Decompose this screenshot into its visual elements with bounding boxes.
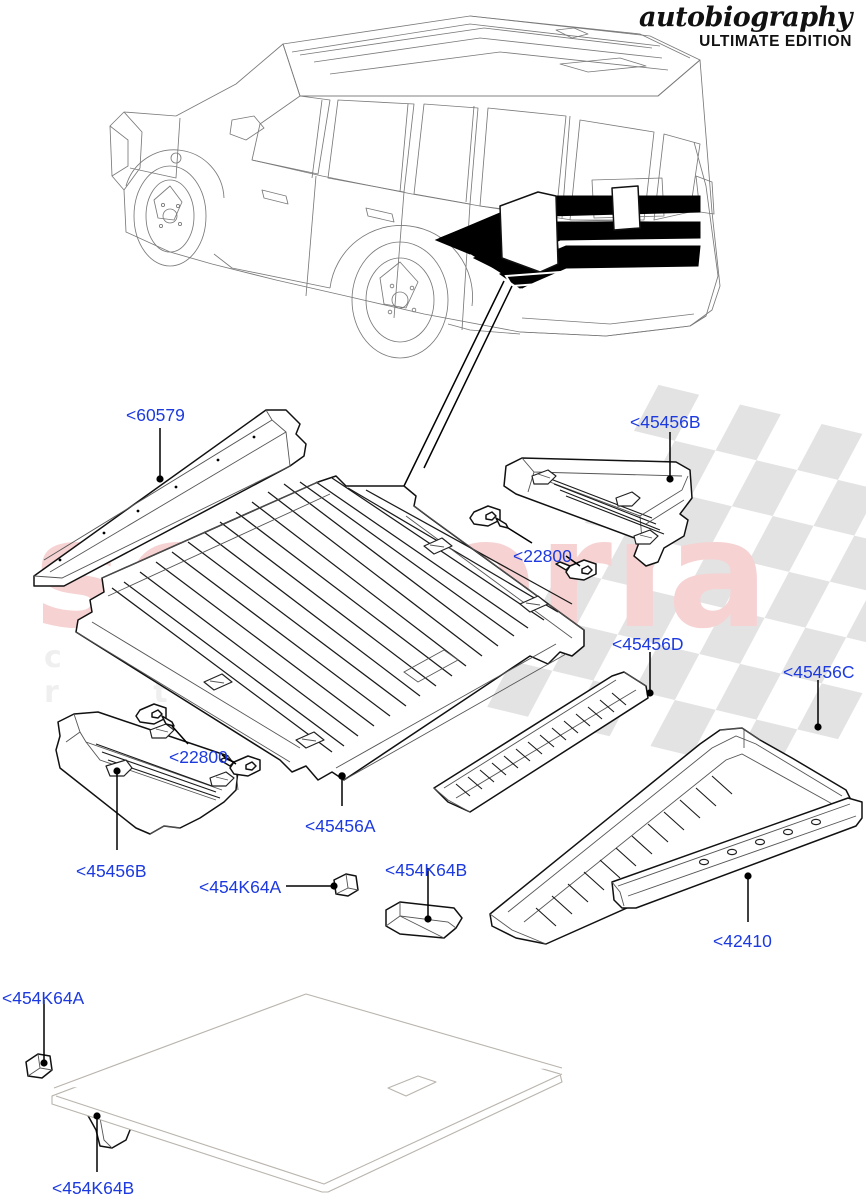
callout-leader-lines [40, 428, 822, 1172]
part-454k64a-clip-upper [333, 873, 359, 897]
callout-42410-rail[interactable]: <42410 [713, 931, 772, 951]
part-22800-clip-upper-b [555, 559, 597, 581]
part-454k64a-clip-lower [25, 1053, 53, 1079]
part-45456a-load-floor [75, 475, 585, 781]
callout-22800-upper-clips[interactable]: <22800 [513, 546, 572, 566]
callout-22800-lower-clips[interactable]: <22800 [169, 747, 228, 767]
part-22800-clip-upper-a [469, 505, 509, 529]
callout-45456c-sill-trim[interactable]: <45456C [783, 662, 855, 682]
part-454k64b-bracket-upper [385, 901, 463, 939]
part-42410-rail [611, 797, 863, 909]
part-22800-clip-lower-a [135, 703, 175, 727]
part-45456b-lower-left-trim [55, 711, 239, 835]
vehicle-illustration [109, 15, 721, 359]
callout-454k64a-lower-clip[interactable]: <454K64A [2, 988, 85, 1008]
vehicle-to-parts-leaders [403, 280, 513, 487]
callout-45456b-lower-left-trim[interactable]: <45456B [76, 861, 147, 881]
callout-45456b-upper-right-trim[interactable]: <45456B [630, 412, 701, 432]
callout-60579-upper-left-panel[interactable]: <60579 [126, 405, 185, 425]
callout-45456a-load-floor[interactable]: <45456A [305, 816, 376, 836]
part-loadspace-mat-board [51, 993, 563, 1193]
part-60579-side-panel [33, 409, 307, 587]
part-45456c-sill-trim [489, 727, 853, 945]
callout-454k64a-upper-clip[interactable]: <454K64A [199, 877, 282, 897]
part-22800-clip-lower-b [219, 755, 261, 777]
part-45456b-upper-right-trim [503, 457, 693, 567]
callout-45456d-sill-plate[interactable]: <45456D [612, 634, 684, 654]
callout-454k64b-upper-bracket[interactable]: <454K64B [385, 860, 468, 880]
callout-454k64b-lower-bracket[interactable]: <454K64B [52, 1178, 135, 1198]
